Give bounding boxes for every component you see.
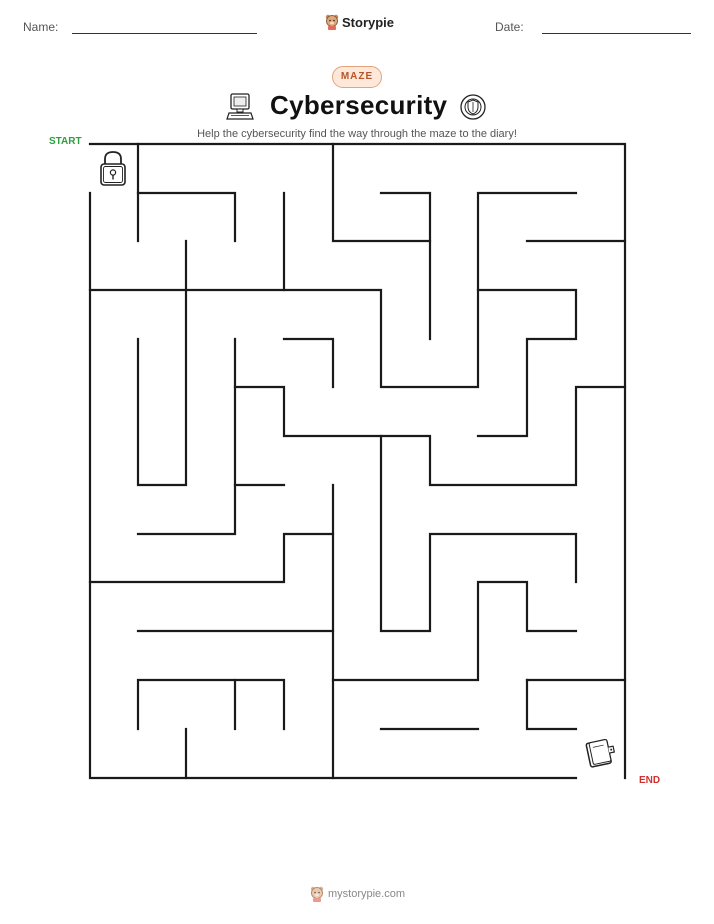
date-field[interactable]	[542, 33, 691, 34]
padlock-icon	[100, 151, 126, 186]
name-field[interactable]	[72, 33, 257, 34]
diary-icon	[585, 738, 616, 768]
end-label: END	[639, 775, 661, 786]
brand-logo: Storypie	[325, 14, 394, 30]
name-label: Name:	[23, 20, 59, 34]
footer-site[interactable]: mystorypie.com	[328, 888, 406, 900]
shield-icon	[460, 94, 486, 120]
bear-mascot-icon	[310, 886, 324, 902]
maze-badge: MAZE	[332, 66, 382, 88]
footer: mystorypie.com	[310, 886, 405, 902]
brand-name: Storypie	[342, 14, 395, 30]
date-label: Date:	[495, 20, 524, 34]
maze-walls	[88, 142, 627, 780]
computer-icon	[226, 93, 254, 120]
start-label: START	[49, 136, 82, 147]
page-title: Cybersecurity	[270, 90, 448, 120]
bear-mascot-icon	[325, 14, 339, 30]
instructions: Help the cybersecurity find the way thro…	[197, 128, 517, 140]
